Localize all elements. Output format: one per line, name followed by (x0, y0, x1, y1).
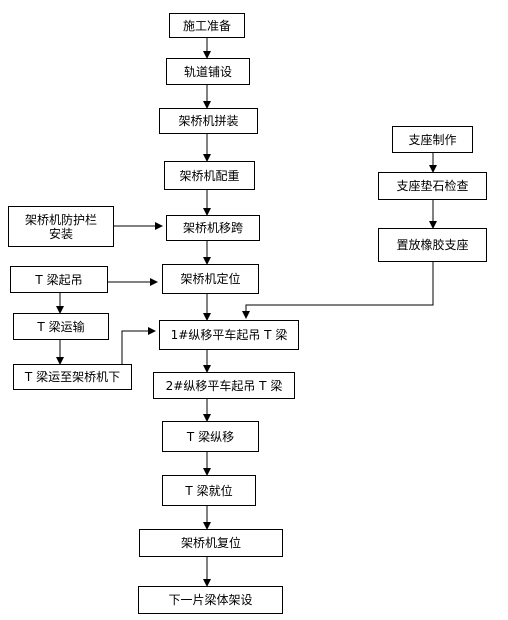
step-guardrail-install: 架桥机防护栏安装 (8, 206, 114, 247)
step-tbeam-deliver: T 梁运至架桥机下 (13, 364, 132, 390)
step-bridge-erector-reset: 架桥机复位 (139, 529, 283, 557)
step-construction-prep: 施工准备 (169, 13, 245, 38)
step-support-fabrication: 支座制作 (392, 126, 473, 153)
step-support-pad-check: 支座垫石检查 (378, 172, 487, 200)
step-tbeam-lift: T 梁起吊 (10, 266, 108, 293)
step-track-laying: 轨道铺设 (166, 58, 250, 85)
step-bridge-erector-span-move: 架桥机移跨 (166, 215, 260, 241)
step-tbeam-transport: T 梁运输 (13, 313, 109, 340)
step-tbeam-longitudinal: T 梁纵移 (162, 421, 259, 452)
step-tbeam-in-place: T 梁就位 (162, 475, 256, 506)
step-bridge-erector-counterweight: 架桥机配重 (164, 161, 255, 190)
step-bridge-erector-positioning: 架桥机定位 (162, 264, 259, 294)
step-bridge-erector-assembly: 架桥机拼装 (159, 108, 258, 134)
step-trolley2-lift: 2#纵移平车起吊 T 梁 (153, 372, 295, 399)
step-place-rubber-support: 置放橡胶支座 (378, 228, 487, 262)
step-next-beam: 下一片梁体架设 (138, 586, 283, 614)
step-trolley1-lift: 1#纵移平车起吊 T 梁 (159, 320, 299, 350)
arrow-place-to-trolley1 (242, 262, 434, 319)
